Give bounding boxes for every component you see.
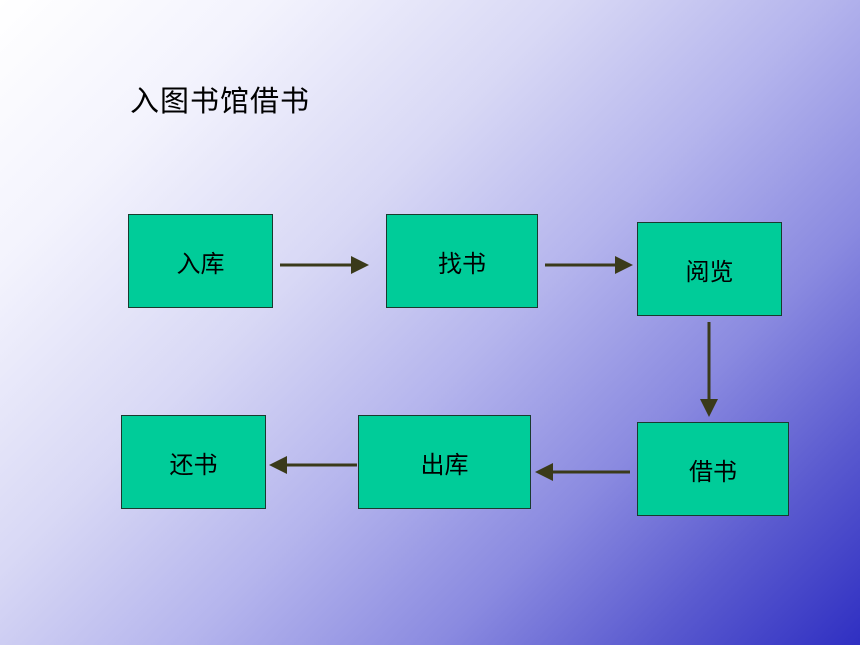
diagram-title: 入图书馆借书 [130,84,311,118]
node-ruku-label: 入库 [176,249,225,278]
node-jieshu-label: 借书 [689,457,737,486]
node-huanshu-label: 还书 [169,450,218,479]
node-yuelan-label: 阅览 [685,257,734,286]
node-chuku-label: 出库 [420,450,469,479]
node-yuelan: 阅览 [637,222,782,316]
node-jieshu: 借书 [637,422,789,516]
node-chuku: 出库 [358,415,531,509]
node-zhaoshu: 找书 [386,214,538,308]
node-zhaoshu-label: 找书 [438,249,486,278]
node-ruku: 入库 [128,214,273,308]
node-huanshu: 还书 [121,415,266,509]
